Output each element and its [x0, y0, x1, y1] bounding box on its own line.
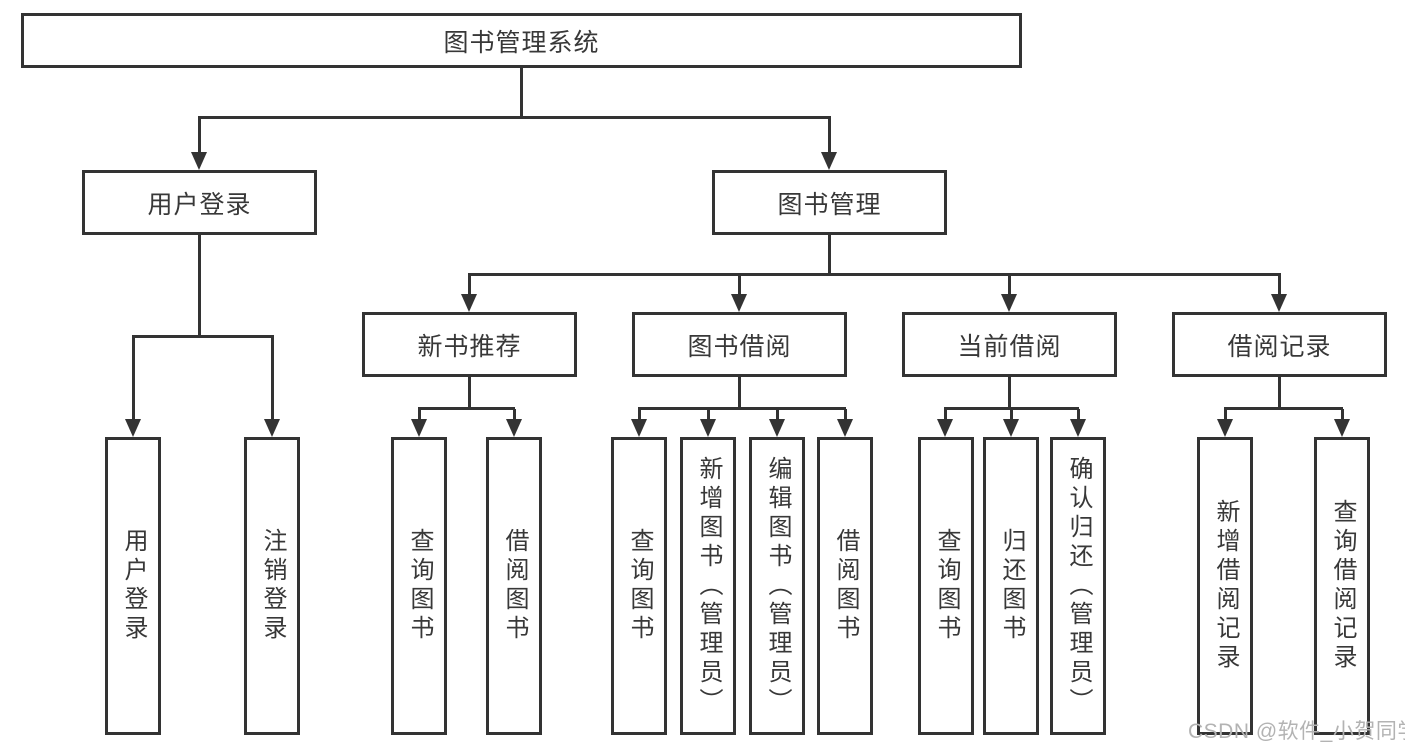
leaf-borrow-books-recommend: 借阅图书 [486, 437, 542, 735]
node-new-book-recommend: 新书推荐 [362, 312, 577, 377]
node-root-label: 图书管理系统 [443, 28, 600, 57]
connector-line [198, 118, 201, 153]
connector-line [198, 235, 201, 338]
arrowhead-down-icon [1070, 419, 1086, 437]
connector-line [513, 409, 516, 419]
arrowhead-down-icon [264, 419, 280, 437]
connector-line [828, 118, 831, 153]
arrowhead-down-icon [700, 419, 716, 437]
arrowhead-down-icon [506, 419, 522, 437]
arrowhead-down-icon [821, 152, 837, 170]
connector-line [1008, 275, 1011, 294]
node-current-borrow-label: 当前借阅 [957, 332, 1062, 361]
arrowhead-down-icon [411, 419, 427, 437]
connector-line [638, 409, 641, 419]
node-new-book-recommend-label: 新书推荐 [417, 332, 522, 361]
arrowhead-down-icon [1003, 419, 1019, 437]
connector-line [1278, 377, 1281, 410]
leaf-user-login: 用户登录 [105, 437, 161, 735]
connector-line [738, 275, 741, 294]
connector-line [1077, 409, 1080, 419]
leaf-borrow-books-recommend-label: 借阅图书 [501, 528, 528, 644]
leaf-confirm-return-admin-label: 确认归还（管理员） [1065, 455, 1092, 717]
node-book-borrow: 图书借阅 [632, 312, 847, 377]
connector-line [418, 407, 515, 410]
connector-line [1008, 377, 1011, 410]
arrowhead-down-icon [1271, 294, 1287, 312]
connector-line [844, 409, 847, 419]
arrowhead-down-icon [837, 419, 853, 437]
node-book-management-label: 图书管理 [777, 190, 882, 219]
arrowhead-down-icon [1334, 419, 1350, 437]
leaf-add-book-admin: 新增图书（管理员） [680, 437, 736, 735]
connector-line [944, 407, 1079, 410]
leaf-confirm-return-admin: 确认归还（管理员） [1050, 437, 1106, 735]
connector-line [1341, 409, 1344, 419]
node-borrow-records-label: 借阅记录 [1227, 332, 1332, 361]
leaf-query-books-current: 查询图书 [918, 437, 974, 735]
leaf-return-book-label: 归还图书 [998, 528, 1025, 644]
arrowhead-down-icon [191, 152, 207, 170]
connector-line [707, 409, 710, 419]
node-user-login-label: 用户登录 [147, 190, 252, 219]
connector-line [468, 275, 471, 294]
connector-line [1224, 409, 1227, 419]
leaf-logout: 注销登录 [244, 437, 300, 735]
leaf-return-book: 归还图书 [983, 437, 1039, 735]
node-book-management: 图书管理 [712, 170, 947, 235]
arrowhead-down-icon [769, 419, 785, 437]
connector-line [1010, 409, 1013, 419]
arrowhead-down-icon [1217, 419, 1233, 437]
leaf-query-borrow-record-label: 查询借阅记录 [1329, 499, 1356, 673]
leaf-add-borrow-record-label: 新增借阅记录 [1212, 499, 1239, 673]
arrowhead-down-icon [631, 419, 647, 437]
connector-line [520, 68, 523, 119]
leaf-add-borrow-record: 新增借阅记录 [1197, 437, 1253, 735]
node-current-borrow: 当前借阅 [902, 312, 1117, 377]
leaf-edit-book-admin: 编辑图书（管理员） [749, 437, 805, 735]
connector-line [132, 335, 274, 338]
connector-line [1278, 275, 1281, 294]
connector-line [776, 409, 779, 419]
connector-line [198, 116, 831, 119]
connector-line [418, 409, 421, 419]
leaf-user-login-label: 用户登录 [120, 528, 147, 644]
arrowhead-down-icon [731, 294, 747, 312]
connector-line [828, 235, 831, 276]
connector-line [1224, 407, 1343, 410]
arrowhead-down-icon [937, 419, 953, 437]
leaf-query-books-recommend-label: 查询图书 [406, 528, 433, 644]
connector-line [271, 337, 274, 419]
watermark: CSDN @软件_小贺同学 [1188, 720, 1405, 743]
leaf-query-books-current-label: 查询图书 [933, 528, 960, 644]
node-user-login: 用户登录 [82, 170, 317, 235]
leaf-query-books-recommend: 查询图书 [391, 437, 447, 735]
leaf-edit-book-admin-label: 编辑图书（管理员） [764, 455, 791, 717]
leaf-logout-label: 注销登录 [259, 528, 286, 644]
arrowhead-down-icon [125, 419, 141, 437]
node-root: 图书管理系统 [21, 13, 1022, 68]
connector-line [944, 409, 947, 419]
leaf-query-books-borrow-label: 查询图书 [626, 528, 653, 644]
arrowhead-down-icon [461, 294, 477, 312]
connector-line [468, 377, 471, 410]
leaf-query-borrow-record: 查询借阅记录 [1314, 437, 1370, 735]
node-book-borrow-label: 图书借阅 [687, 332, 792, 361]
connector-line [468, 273, 1281, 276]
connector-line [738, 377, 741, 410]
leaf-borrow-books-borrow: 借阅图书 [817, 437, 873, 735]
connector-line [638, 407, 846, 410]
leaf-query-books-borrow: 查询图书 [611, 437, 667, 735]
connector-line [132, 337, 135, 419]
leaf-add-book-admin-label: 新增图书（管理员） [695, 455, 722, 717]
node-borrow-records: 借阅记录 [1172, 312, 1387, 377]
leaf-borrow-books-borrow-label: 借阅图书 [832, 528, 859, 644]
arrowhead-down-icon [1001, 294, 1017, 312]
